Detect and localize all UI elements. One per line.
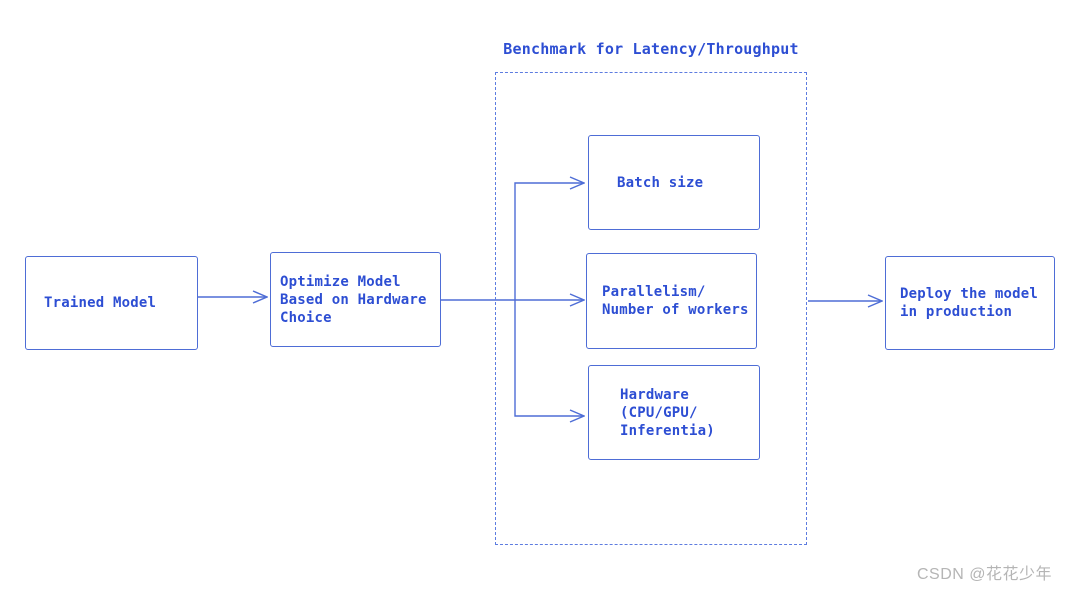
edge-branch-to-batch bbox=[514, 183, 583, 300]
node-parallelism: Parallelism/ Number of workers bbox=[586, 253, 757, 349]
node-optimize-model: Optimize Model Based on Hardware Choice bbox=[270, 252, 441, 347]
node-parallelism-label: Parallelism/ Number of workers bbox=[602, 284, 749, 318]
node-hardware: Hardware (CPU/GPU/ Inferentia) bbox=[588, 365, 760, 460]
node-deploy-production: Deploy the model in production bbox=[885, 256, 1055, 350]
node-deploy-production-label: Deploy the model in production bbox=[900, 286, 1039, 320]
benchmark-group-title: Benchmark for Latency/Throughput bbox=[503, 40, 799, 58]
benchmark-group-container bbox=[495, 72, 807, 545]
node-optimize-model-label: Optimize Model Based on Hardware Choice bbox=[280, 273, 427, 326]
edge-branch-to-hardware bbox=[514, 300, 583, 416]
node-hardware-label: Hardware (CPU/GPU/ Inferentia) bbox=[620, 386, 715, 439]
watermark: CSDN @花花少年 bbox=[916, 566, 1052, 583]
node-trained-model: Trained Model bbox=[25, 256, 198, 350]
node-trained-model-label: Trained Model bbox=[44, 295, 157, 311]
node-batch-size-label: Batch size bbox=[617, 174, 704, 191]
node-batch-size: Batch size bbox=[588, 135, 760, 230]
